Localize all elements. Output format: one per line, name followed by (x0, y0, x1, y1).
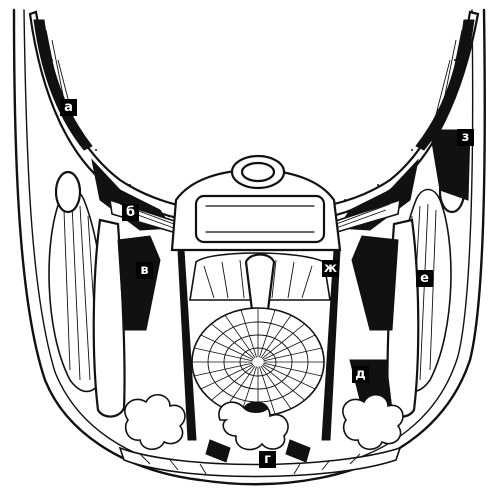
tongue-radial-muscle (192, 308, 324, 416)
label-d: д (352, 366, 369, 383)
label-g: г (259, 451, 276, 468)
svg-text:г: г (264, 452, 271, 467)
pharynx (190, 253, 330, 310)
label-zh: ж (322, 260, 339, 277)
label-z: з (457, 129, 474, 146)
svg-text:ж: ж (324, 261, 337, 276)
svg-text:е: е (420, 271, 429, 286)
svg-text:д: д (355, 367, 366, 382)
label-b: б (122, 204, 139, 221)
svg-text:в: в (140, 263, 148, 278)
label-a: а (60, 99, 77, 116)
label-v: в (136, 262, 153, 279)
svg-text:б: б (126, 205, 135, 220)
svg-text:а: а (64, 100, 73, 115)
sublingual-glands-center (206, 402, 310, 462)
vertebra-central (172, 156, 340, 250)
svg-text:з: з (462, 130, 470, 145)
label-e: е (416, 270, 433, 287)
submandibular-gland-left (125, 395, 185, 450)
